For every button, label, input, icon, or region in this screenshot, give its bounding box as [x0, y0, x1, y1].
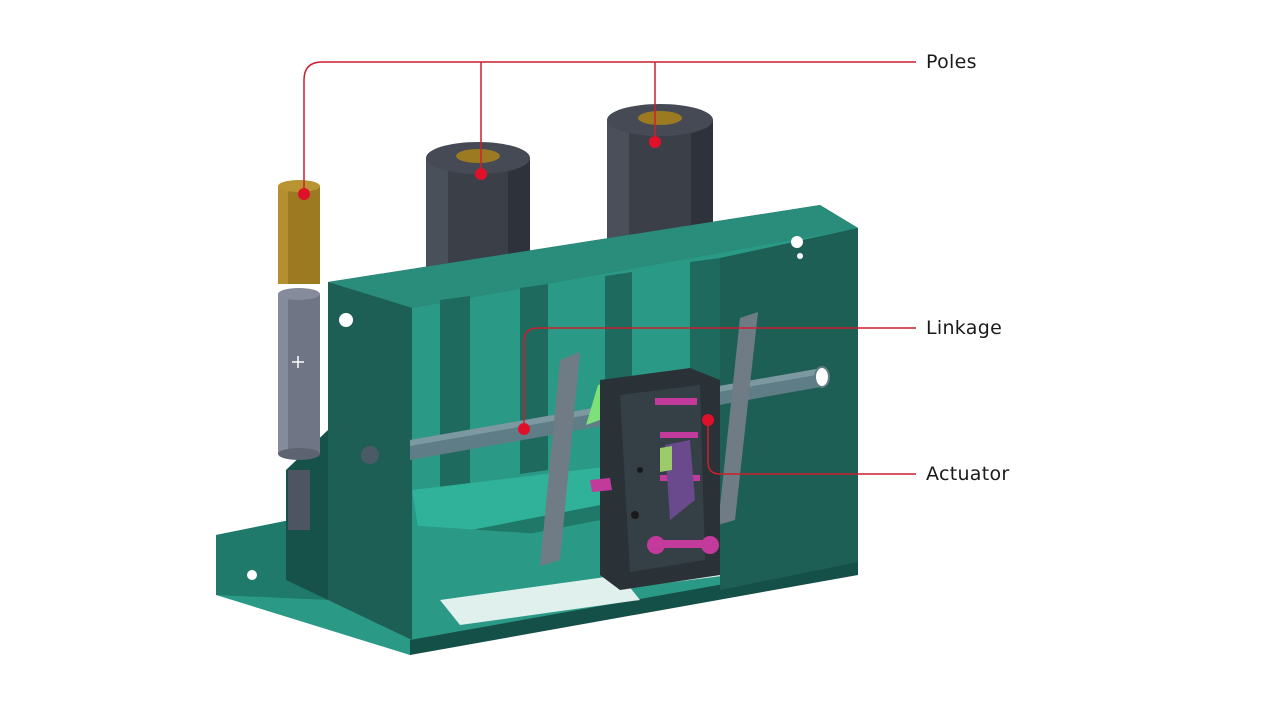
callout-dot-pole-right: [649, 136, 661, 148]
callout-label-poles: Poles: [926, 51, 977, 73]
callout-label-linkage: Linkage: [926, 317, 1003, 339]
callout-dot-pole-left: [298, 188, 310, 200]
actuator-mechanism: [590, 368, 720, 590]
callout-dot-pole-middle: [475, 168, 487, 180]
callout-dot-linkage: [518, 423, 530, 435]
callout-dots: [298, 136, 714, 435]
pole-left: [278, 180, 320, 530]
callout-line-linkage: [523, 327, 916, 428]
callout-line-poles: [303, 61, 916, 192]
callout-line-actuator: [707, 420, 916, 475]
callout-label-actuator: Actuator: [926, 463, 1010, 485]
pole-right: [607, 104, 713, 240]
plus-icon: [292, 356, 304, 368]
callout-dot-actuator: [702, 414, 714, 426]
callout-lines: [303, 61, 916, 475]
